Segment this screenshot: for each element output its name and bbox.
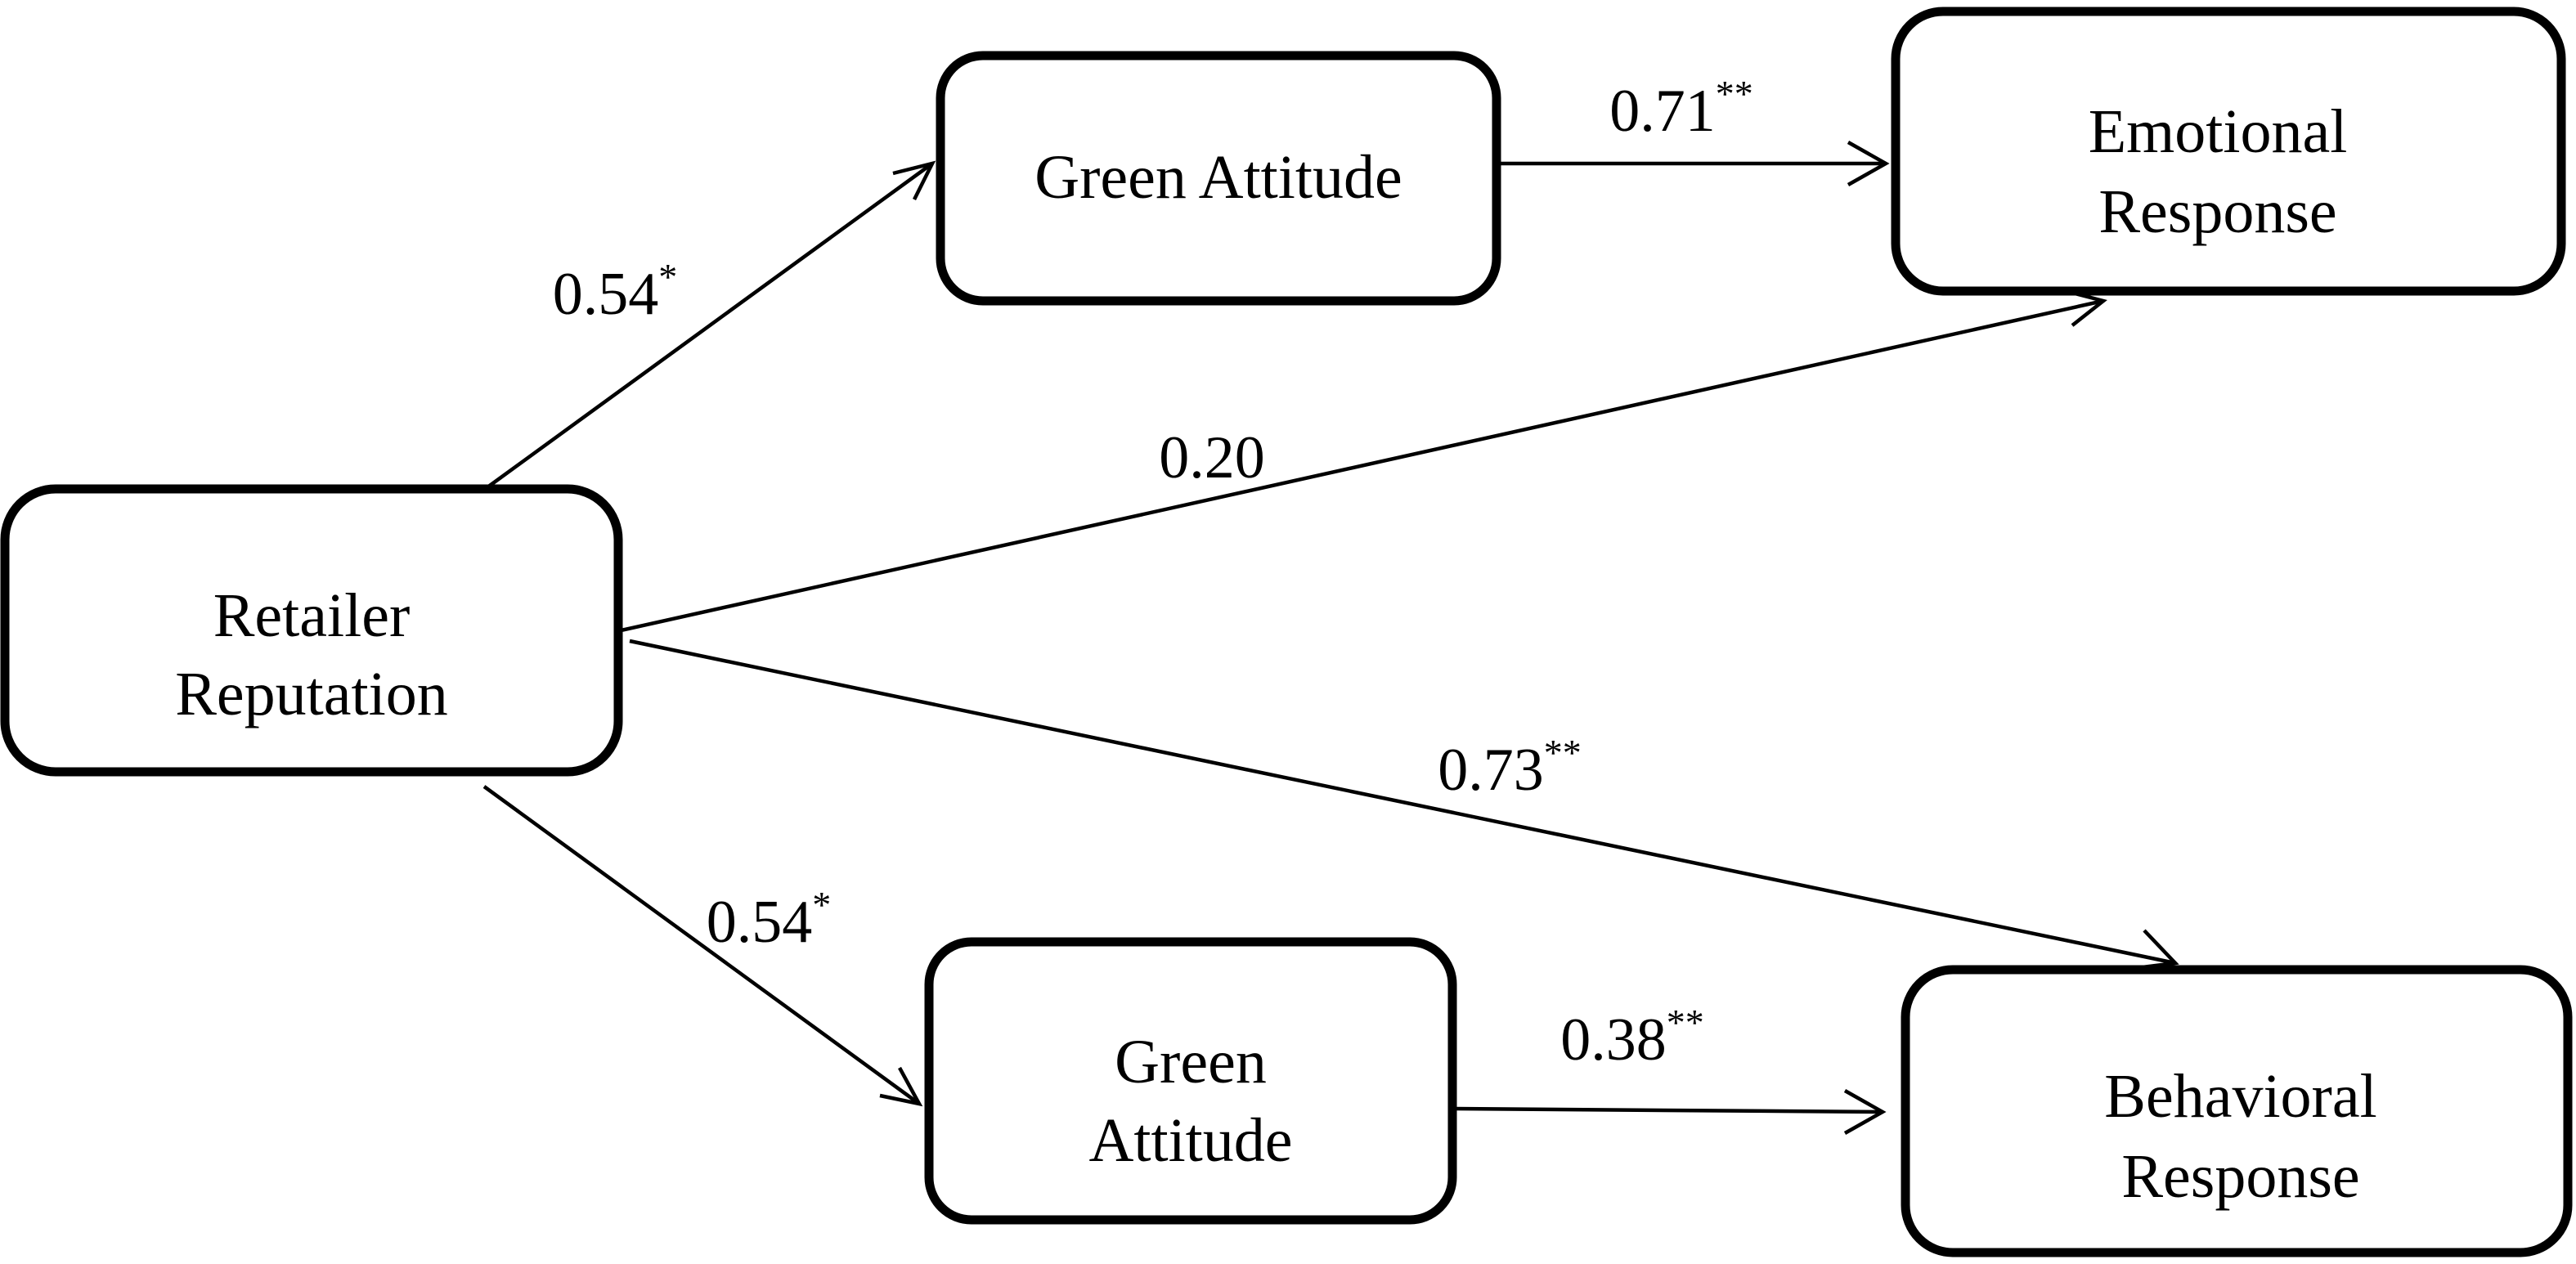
node-green-attitude-bottom: Green Attitude	[924, 937, 1457, 1225]
edge-label-green-attitude-bottom-to-behavioral-response: 0.38**	[1560, 1002, 1704, 1074]
node-label-line-1: Emotional	[2089, 97, 2348, 166]
node-box	[936, 51, 1501, 306]
node-box	[1901, 965, 2573, 1257]
edge-label-green-attitude-top-to-emotional-response: 0.71**	[1609, 73, 1753, 145]
node-label-line-2: Attitude	[1088, 1106, 1292, 1175]
node-box	[1891, 7, 2566, 296]
edge-label-rr-to-green-attitude-bottom: 0.54*	[707, 884, 832, 956]
edge-rr-to-emotional-response	[609, 289, 2107, 635]
edge-rr-to-green-attitude-bottom	[482, 785, 923, 1107]
node-emotional-response: Emotional Response	[1891, 7, 2566, 296]
node-label-line-2: Response	[2098, 177, 2336, 246]
edge-line	[1452, 1106, 1883, 1114]
edge-line	[629, 639, 2176, 966]
edge-line	[609, 298, 2104, 635]
node-green-attitude-top: Green Attitude	[936, 51, 1501, 306]
edge-label-rr-to-green-attitude-top: 0.54*	[553, 256, 678, 328]
edge-line	[486, 162, 934, 489]
edge-label-rr-to-behavioral-response: 0.73**	[1438, 732, 1582, 804]
node-label-line-1: Behavioral	[2104, 1062, 2376, 1131]
edge-rr-to-behavioral-response	[629, 639, 2179, 970]
arrowhead-icon	[2135, 929, 2179, 970]
arrowhead-icon	[1847, 141, 1890, 186]
node-box	[924, 937, 1457, 1225]
node-retailer-reputation: Retailer Reputation	[0, 484, 623, 777]
node-box	[0, 484, 623, 777]
edge-label-rr-to-emotional-response: 0.20	[1159, 424, 1265, 491]
arrowhead-icon	[892, 160, 936, 201]
arrowhead-icon	[1843, 1089, 1887, 1135]
node-label-line-1: Green	[1115, 1028, 1267, 1096]
arrowhead-icon	[879, 1066, 923, 1107]
node-label-line-2: Reputation	[175, 660, 448, 728]
node-label-line-1: Retailer	[213, 581, 411, 650]
node-label-line-1: Green Attitude	[1034, 143, 1402, 212]
edge-green-attitude-top-to-emotional-response	[1497, 141, 1890, 186]
edge-line	[482, 785, 921, 1105]
edge-rr-to-green-attitude-top	[486, 160, 936, 489]
node-label-line-2: Response	[2121, 1142, 2359, 1211]
edge-green-attitude-bottom-to-behavioral-response	[1452, 1089, 1887, 1135]
node-behavioral-response: Behavioral Response	[1901, 965, 2573, 1257]
